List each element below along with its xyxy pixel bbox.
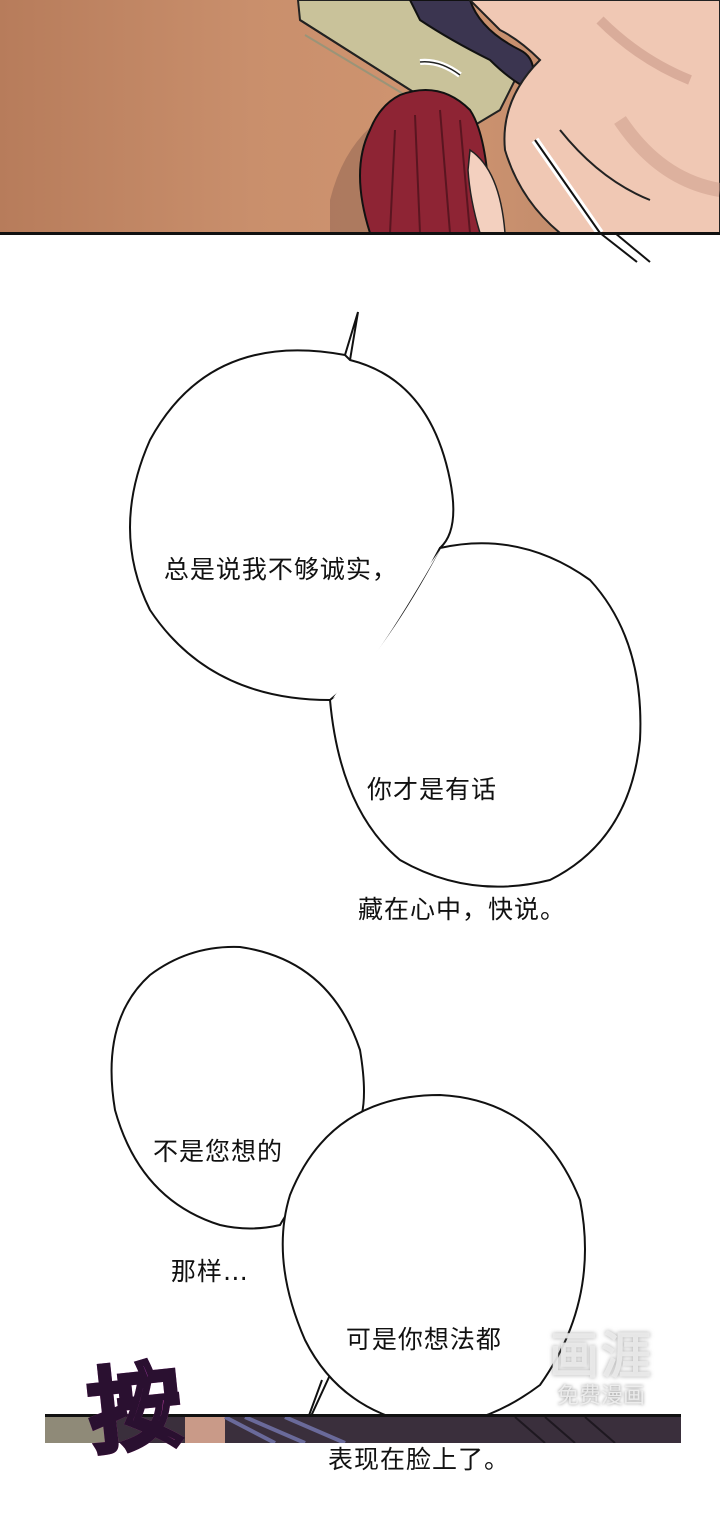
panel-border — [0, 232, 720, 235]
speech-bubble-3-text: 不是您想的 那样… — [153, 1052, 283, 1332]
comic-panel-bottom — [45, 1414, 681, 1443]
motion-lines — [599, 232, 651, 263]
speech-bubble-1-text: 总是说我不够诚实， — [146, 510, 398, 590]
bubble-line: 总是说我不够诚实， — [163, 555, 398, 584]
panel-illustration — [296, 0, 720, 233]
watermark-subtitle: 免费漫画 — [556, 1384, 645, 1409]
bubble-line: 那样… — [153, 1257, 249, 1286]
speech-bubble-4-text: 可是你想法都 表现在脸上了。 — [328, 1240, 510, 1520]
watermark-logo: 画涯 — [549, 1327, 653, 1385]
bubble-line: 表现在脸上了。 — [328, 1445, 511, 1474]
bubble-line: 你才是有话 — [358, 775, 497, 804]
speech-bubble-2-text: 你才是有话 藏在心中，快说。 — [358, 690, 566, 970]
panel-illustration — [45, 1417, 616, 1443]
sound-effect-text: 按 — [81, 1331, 188, 1473]
comic-panel-top — [0, 0, 720, 233]
bubble-line: 可是你想法都 — [328, 1325, 502, 1354]
bubble-line: 藏在心中，快说。 — [358, 895, 567, 924]
watermark: 画涯 免费漫画 — [536, 1328, 666, 1410]
speech-bubbles — [110, 311, 642, 1440]
bubble-line: 不是您想的 — [153, 1137, 284, 1166]
